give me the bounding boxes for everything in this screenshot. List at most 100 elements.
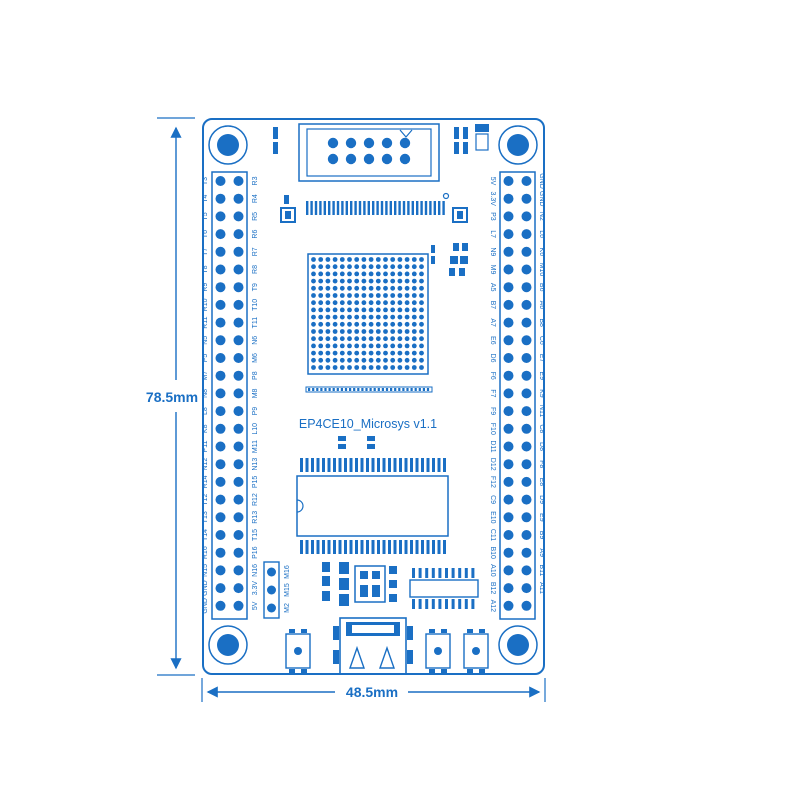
bga-ball <box>411 329 417 334</box>
pin-label-inner: L10 <box>252 423 259 435</box>
bga-ball <box>383 293 388 298</box>
bga-ball <box>419 271 424 277</box>
header-pin <box>521 583 532 594</box>
push-button-mid <box>425 629 451 673</box>
bga-ball <box>354 321 360 327</box>
bga-ball <box>325 350 331 356</box>
bga-ball <box>375 293 381 298</box>
pin-label-outer: B9 <box>538 531 545 540</box>
bga-ball <box>361 314 367 320</box>
pad-strip-pad <box>414 388 417 391</box>
bga-ball <box>325 343 331 349</box>
header-pin <box>233 600 244 611</box>
bga-ball <box>375 300 381 306</box>
pin-label-inner: T10 <box>252 299 259 311</box>
bga-ball <box>411 343 417 349</box>
header-pin <box>521 547 532 558</box>
sdram-pin <box>410 458 413 472</box>
bga-ball <box>339 293 345 298</box>
bga-ball <box>361 271 367 277</box>
bga-ball <box>354 343 360 349</box>
pin-label-inner: N16 <box>252 564 259 577</box>
header-pin <box>521 176 532 186</box>
bga-ball <box>397 365 403 370</box>
header-pin <box>521 423 532 434</box>
bga-ball <box>419 264 424 270</box>
bga-ball <box>368 293 374 298</box>
ic-bottom-pins <box>412 568 475 609</box>
header-pin <box>503 211 514 222</box>
pin-label-inner: P16 <box>252 546 259 559</box>
bga-ball <box>419 278 424 284</box>
bga-ball <box>397 293 403 298</box>
sdram-pin <box>432 458 435 472</box>
bga-ball <box>361 285 367 291</box>
header-pin <box>521 193 532 204</box>
bga-ball <box>411 336 417 342</box>
ic-pin <box>425 568 429 578</box>
bga-ball <box>354 285 360 291</box>
header-pin <box>215 494 226 505</box>
header-pin <box>233 388 244 399</box>
pin-label-inner: M9 <box>489 265 496 275</box>
bga-ball <box>311 365 316 370</box>
mounting-hole-top-right <box>498 125 538 165</box>
ic-pin <box>412 568 415 578</box>
bga-ball <box>411 357 417 363</box>
bga-ball <box>332 257 338 262</box>
bga-ball <box>318 321 324 327</box>
bga-ball <box>325 300 331 306</box>
header-pin <box>233 565 244 576</box>
jtag-pin <box>399 153 411 165</box>
bga-ball <box>311 264 316 270</box>
pin-label-outer: N8 <box>202 389 209 398</box>
bga-ball <box>325 357 331 363</box>
bga-ball <box>397 278 403 284</box>
pin-label-inner: R12 <box>252 493 259 506</box>
bga-ball <box>368 336 374 342</box>
pin-label-inner: T11 <box>252 317 259 329</box>
bga-ball <box>411 257 417 262</box>
bga-ball <box>361 278 367 284</box>
sdram-chip <box>296 458 449 554</box>
bga-ball <box>339 357 345 363</box>
pad-strip-pad <box>365 388 368 391</box>
pin-label-outer: N2 <box>538 212 545 221</box>
header-pin <box>503 229 514 240</box>
bga-ball <box>390 278 396 284</box>
bga-ball <box>361 257 367 262</box>
bga-ball <box>354 271 360 277</box>
pin-label-outer: A9 <box>538 548 545 557</box>
header-pin <box>503 565 514 576</box>
bga-ball <box>375 285 381 291</box>
pad-strip-pad <box>418 388 421 391</box>
bga-ball <box>354 365 360 370</box>
width-label: 48.5mm <box>346 684 398 700</box>
bga-ball <box>411 350 417 356</box>
bga-ball <box>375 357 381 363</box>
bga-ball <box>339 257 345 262</box>
left-header-pins <box>215 176 244 611</box>
bga-ball <box>419 329 424 334</box>
pin-label-outer: GND <box>538 173 545 189</box>
bga-ball <box>332 365 338 370</box>
ic-pin <box>438 599 442 609</box>
pin-label-outer: R9 <box>202 283 209 292</box>
bga-ball <box>347 336 352 342</box>
bga-ball <box>332 357 338 363</box>
bga-ball <box>325 285 331 291</box>
pad-strip-pad <box>332 388 335 391</box>
pin-label-outer: N5 <box>202 336 209 345</box>
header-pin <box>215 353 226 363</box>
fpga-top-pad <box>367 201 370 215</box>
bga-ball <box>347 329 352 334</box>
sdram-pin <box>426 458 430 472</box>
ic-pin <box>471 568 475 578</box>
bga-ball <box>397 357 403 363</box>
header-pin <box>233 317 244 328</box>
bga-ball <box>339 307 345 313</box>
fpga-top-pad <box>394 201 397 215</box>
header-pin <box>503 583 514 594</box>
header-pin <box>521 353 532 363</box>
bga-ball <box>339 343 345 349</box>
